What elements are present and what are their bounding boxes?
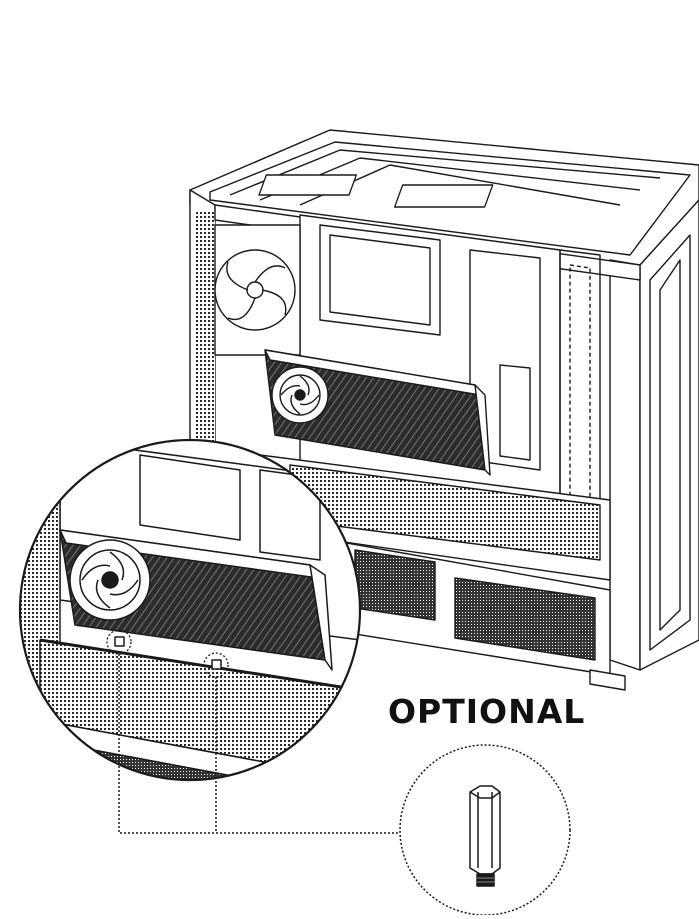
optional-label: OPTIONAL xyxy=(388,692,586,731)
pc-case-icon xyxy=(189,129,699,691)
magnifier-circle-icon xyxy=(18,438,362,782)
fan-icon xyxy=(214,249,296,331)
graphics-card-icon xyxy=(264,349,491,476)
standoff-screw-icon xyxy=(469,785,501,887)
leader-lines xyxy=(118,654,400,834)
standoff-detail-callout xyxy=(399,744,571,916)
